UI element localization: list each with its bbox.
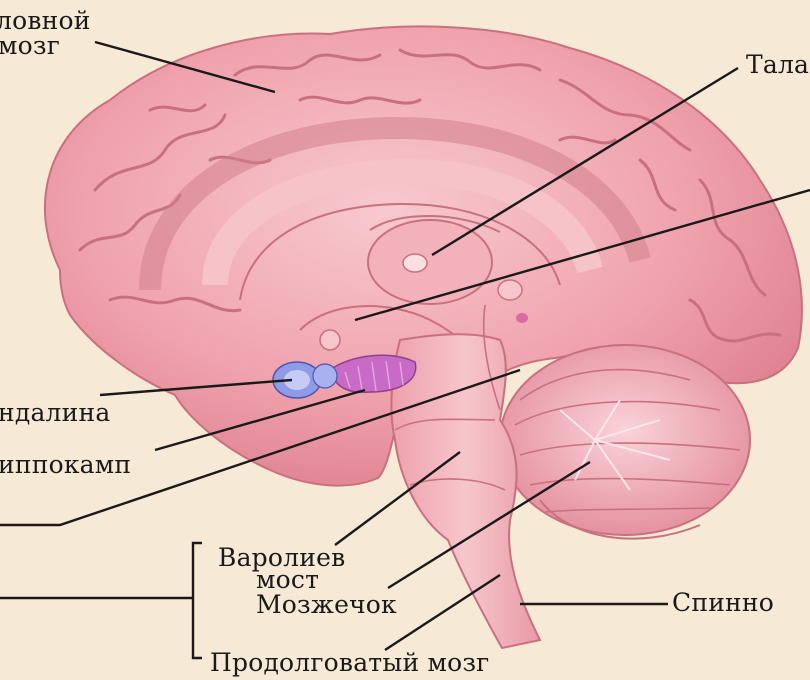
cerebellum-shape (500, 345, 750, 539)
label-thalamus: Тала (746, 52, 809, 77)
label-hippocampus: иппокамп (0, 452, 131, 477)
label-medulla: Продолговатый мозг (210, 650, 489, 675)
label-pons-line2: мост (256, 567, 319, 592)
label-cerebellum: Мозжечок (256, 592, 397, 617)
label-spinal-cord: Спинно (672, 590, 774, 615)
label-cerebrum-line2: мозг (0, 33, 60, 58)
brainstem-bracket (193, 543, 202, 658)
brainstem-shape (391, 334, 540, 648)
label-amygdala: ндалина (0, 400, 110, 425)
label-cerebrum-line1: ловной (0, 8, 91, 33)
thalamus-shape (368, 220, 492, 304)
